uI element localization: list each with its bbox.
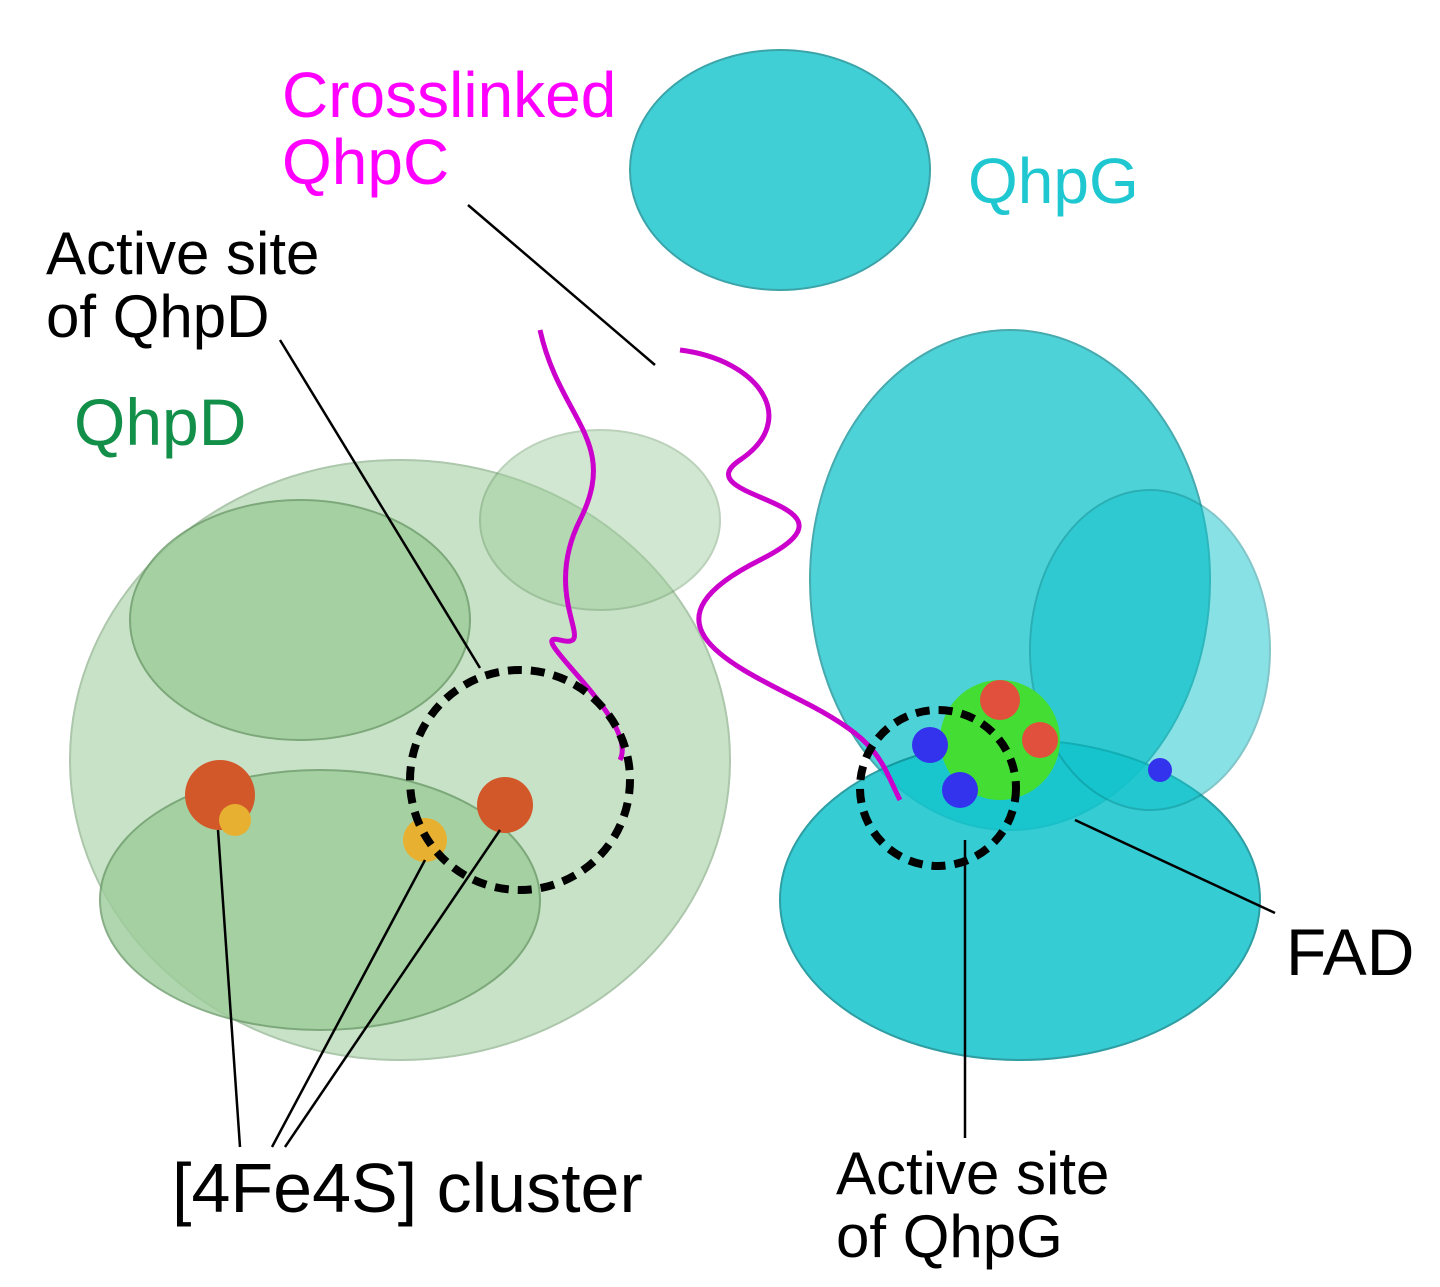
qhpc-label-line1: Crosslinked <box>282 59 617 131</box>
qhpc-label-line2: QhpC <box>282 126 450 199</box>
active-site-qhpd-line2: of QhpD <box>46 283 270 350</box>
active-site-circles <box>406 666 1020 894</box>
active-site-qhpg-line2: of QhpG <box>836 1203 1063 1270</box>
qhpc-label: Crosslinked QhpC <box>282 59 617 199</box>
qhpc-ribbon <box>537 329 903 802</box>
qhpg-label: QhpG <box>968 145 1139 217</box>
active-site-qhpg-line1: Active site <box>836 1140 1110 1207</box>
qhpd-label: QhpD <box>74 385 247 459</box>
qhpg-ribbon <box>629 49 1271 1061</box>
active-site-qhpd-line1: Active site <box>46 220 320 287</box>
active-site-qhpd-label: Active site of QhpD <box>46 222 319 348</box>
cluster-label: [4Fe4S] cluster <box>172 1149 643 1227</box>
leader-lines <box>216 204 1276 1148</box>
qhpd-ribbon <box>69 429 731 1061</box>
fad-label: FAD <box>1286 915 1415 989</box>
active-site-qhpg-label: Active site of QhpG <box>836 1142 1109 1268</box>
